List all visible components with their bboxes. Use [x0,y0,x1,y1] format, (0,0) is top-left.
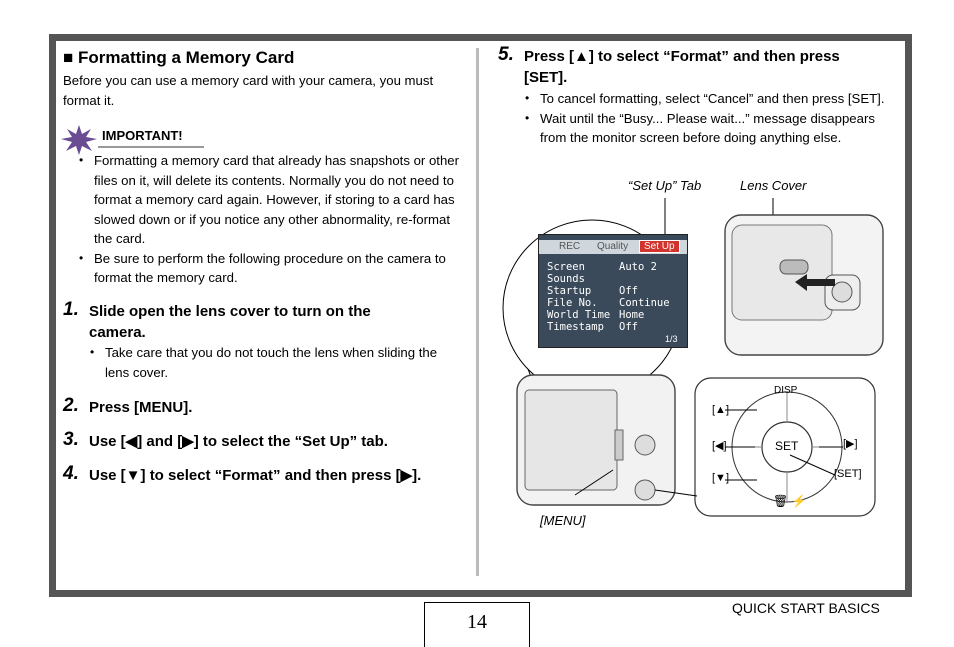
menu-row-label: File No. [547,297,598,309]
disp-label: DISP [774,385,798,396]
tab-set-up[interactable]: Set Up [639,240,680,253]
step-text: Use [◀] and [▶] to select the “Set Up” t… [89,433,388,450]
list-item: Be sure to perform the following procedu… [79,249,460,288]
step-1-notes: Take care that you do not touch the lens… [90,343,460,382]
tab-rec[interactable]: REC [559,241,581,252]
up-button-label: [▲] [712,404,729,416]
step-4: 4. Use [▼] to select “Format” and then p… [63,463,421,485]
step-text: Press [▲] to select “Format” and then pr… [524,48,840,86]
menu-row-value: Continue [619,297,670,309]
list-item: Formatting a memory card that already ha… [79,151,460,249]
left-button-label: [◀] [712,440,727,452]
step-text: Slide open the lens cover to turn on the… [89,303,371,341]
important-underline [98,146,204,148]
lcd-screen: REC Quality Set Up Screen Auto 2 Sounds … [538,234,688,348]
step-text: Press [MENU]. [89,399,193,416]
step-text: Use [▼] to select “Format” and then pres… [89,467,422,484]
down-button-label: [▼] [712,472,729,484]
delete-flash-icon: 🗑 ⚡ [773,494,807,508]
page-number: 14 [424,602,530,647]
section-footer: QUICK START BASICS [732,600,880,616]
setup-tab-caption: “Set Up” Tab [628,178,702,193]
menu-row-label: Screen [547,261,585,273]
lens-cover-caption: Lens Cover [740,178,807,193]
step-number: 5. [498,44,514,65]
column-divider [476,48,479,576]
set-button[interactable]: SET [775,439,799,453]
lcd-page-indicator: 1/3 [665,334,678,344]
menu-row-label: Sounds [547,273,585,285]
section-heading: ■ Formatting a Memory Card [63,48,295,67]
menu-caption: [MENU] [540,513,586,528]
intro-text: Before you can use a memory card with yo… [63,73,434,108]
important-label: IMPORTANT! [102,128,183,143]
list-item: Take care that you do not touch the lens… [90,343,460,382]
tab-quality[interactable]: Quality [597,241,629,252]
step-number: 2. [63,395,79,416]
step-number: 4. [63,463,79,484]
menu-row-label: Timestamp [547,321,604,333]
step-5: 5. Press [▲] to select “Format” and then… [498,44,883,86]
menu-row-label: World Time [547,309,611,321]
right-button-label: [▶] [843,438,858,450]
list-item: To cancel formatting, select “Cancel” an… [525,89,890,109]
important-starburst-icon [61,125,97,160]
step-5-notes: To cancel formatting, select “Cancel” an… [525,89,890,148]
menu-row-value: Off [619,285,638,297]
menu-row-value: Off [619,321,638,333]
step-1: 1. Slide open the lens cover to turn on … [63,299,463,341]
list-item: Wait until the “Busy... Please wait...” … [525,109,890,148]
set-button-label: [SET] [834,468,862,480]
step-3: 3. Use [◀] and [▶] to select the “Set Up… [63,429,388,451]
step-number: 3. [63,429,79,450]
menu-row-value: Home [619,309,645,321]
menu-row-label: Startup [547,285,592,297]
step-number: 1. [63,299,79,320]
step-2: 2. Press [MENU]. [63,395,192,417]
heading-square-icon: ■ [63,48,74,67]
menu-row-value: Auto 2 [619,261,657,273]
important-list: Formatting a memory card that already ha… [79,151,460,288]
